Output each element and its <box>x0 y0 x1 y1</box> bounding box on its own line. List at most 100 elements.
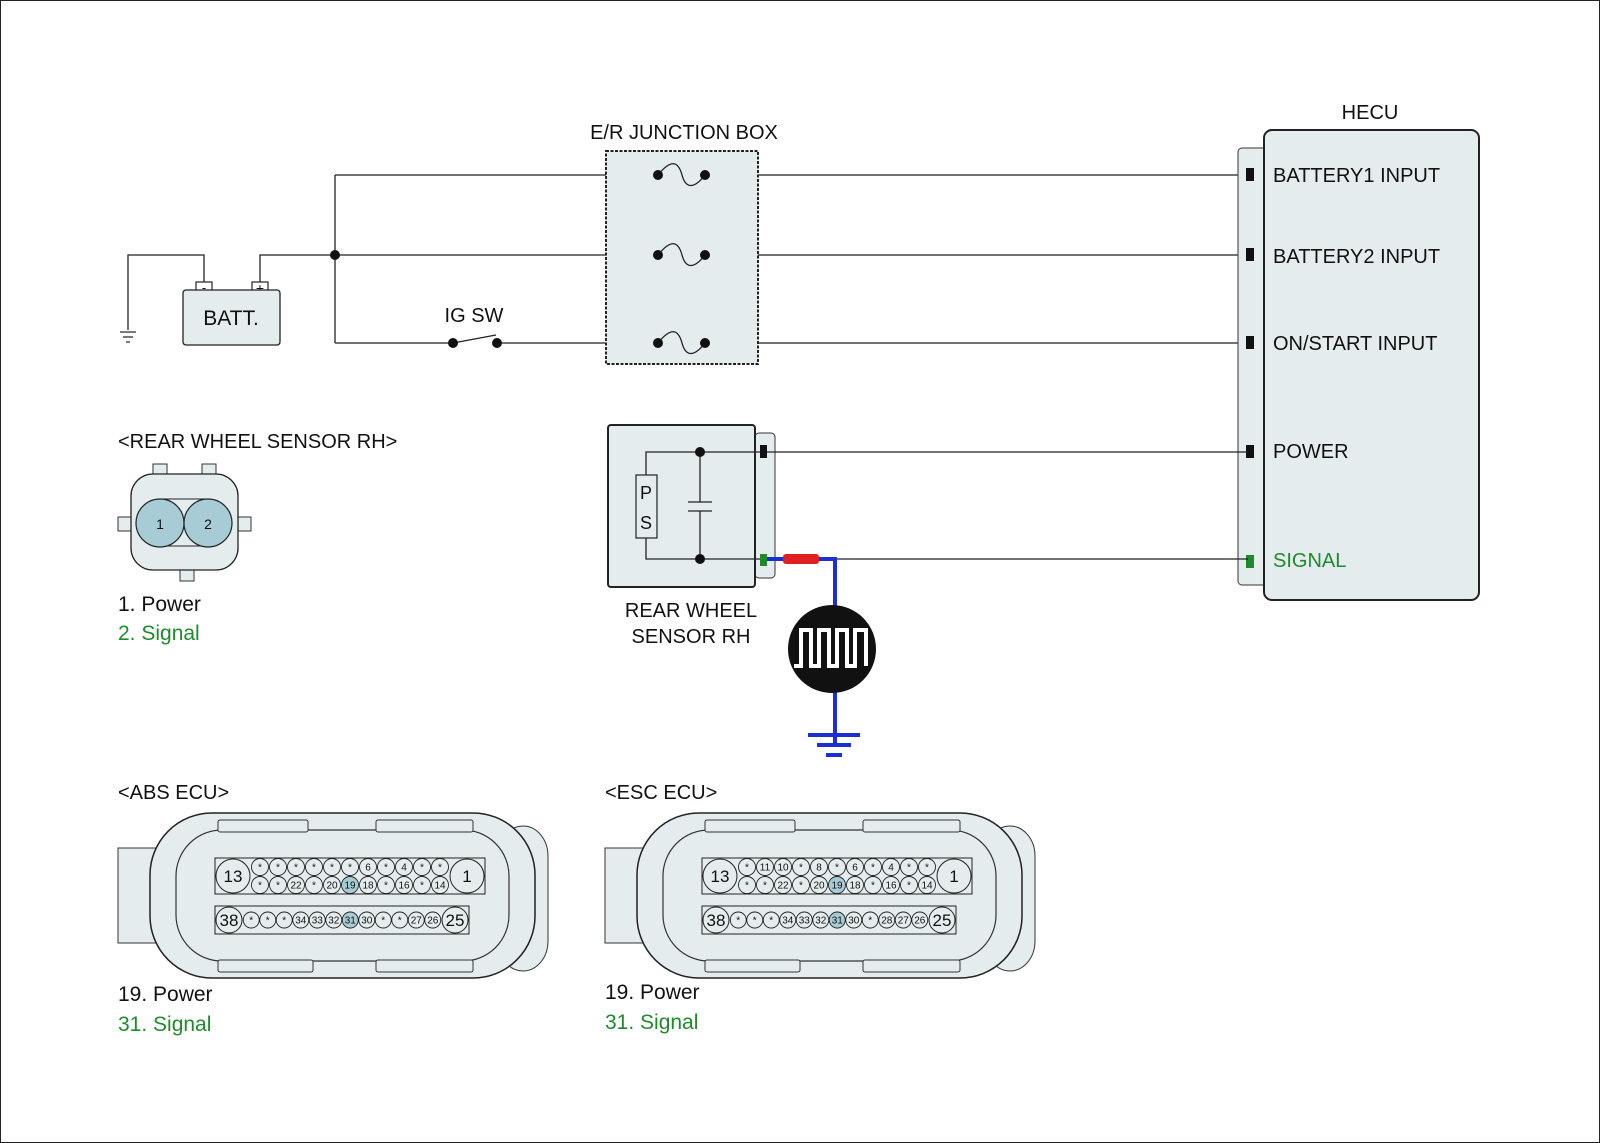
abs-pin-6 <box>359 858 377 876</box>
esc-pin-unused <box>792 858 810 876</box>
abs-pin-1 <box>449 858 485 894</box>
esc-pin-27 <box>894 911 912 929</box>
svg-text:25: 25 <box>933 911 952 930</box>
abs-pin-unused <box>377 858 395 876</box>
esc-pin-16 <box>882 876 900 894</box>
esc-pin-unused <box>900 858 918 876</box>
svg-text:20: 20 <box>326 881 338 892</box>
sensor-connector-pin-2 <box>183 498 233 548</box>
svg-text:*: * <box>799 881 803 892</box>
hecu-label-power: POWER <box>1273 441 1349 463</box>
svg-text:28: 28 <box>881 916 893 927</box>
svg-text:*: * <box>871 863 875 874</box>
svg-text:11: 11 <box>760 863 771 874</box>
abs-connector-body <box>117 812 549 979</box>
esc-pin-unused <box>729 911 747 929</box>
esc-pin-32 <box>812 911 830 929</box>
sensor-connector-title: <REAR WHEEL SENSOR RH> <box>118 431 397 453</box>
svg-text:*: * <box>438 863 442 874</box>
svg-text:13: 13 <box>224 867 243 886</box>
abs-pin-16 <box>395 876 413 894</box>
svg-text:34: 34 <box>295 916 307 927</box>
hecu-label-onstart: ON/START INPUT <box>1273 333 1437 355</box>
fuse-1-icon <box>657 163 706 187</box>
abs-pin-unused <box>413 876 431 894</box>
svg-text:13: 13 <box>711 867 730 886</box>
rear-wheel-sensor: P S REAR WHEEL SENSOR RH <box>607 424 776 648</box>
svg-text:*: * <box>769 916 773 927</box>
svg-text:*: * <box>276 863 280 874</box>
esc-pin-unused <box>792 876 810 894</box>
svg-text:*: * <box>736 916 740 927</box>
esc-pin-unused <box>900 876 918 894</box>
svg-text:32: 32 <box>815 916 827 927</box>
svg-text:33: 33 <box>312 916 324 927</box>
abs-pin-31 <box>341 911 359 929</box>
esc-pin-18 <box>846 876 864 894</box>
esc-pin-20 <box>810 876 828 894</box>
svg-text:14: 14 <box>434 881 446 892</box>
esc-pin-unused <box>861 911 879 929</box>
svg-text:*: * <box>420 881 424 892</box>
abs-pin-20 <box>323 876 341 894</box>
svg-text:27: 27 <box>898 916 910 927</box>
abs-pin-30 <box>358 911 376 929</box>
battery-label: BATT. <box>203 307 259 330</box>
waveform-icon <box>788 605 876 693</box>
abs-pin-4 <box>395 858 413 876</box>
svg-text:38: 38 <box>707 911 726 930</box>
abs-pin-unused <box>259 911 277 929</box>
svg-text:*: * <box>276 881 280 892</box>
abs-pin-34 <box>292 911 310 929</box>
hecu-label-signal: SIGNAL <box>1273 550 1346 572</box>
sensor-pin-signal <box>760 554 767 566</box>
abs-pin-13 <box>215 858 251 894</box>
svg-text:8: 8 <box>816 863 822 874</box>
esc-pin-22 <box>774 876 792 894</box>
esc-pin-1 <box>936 858 972 894</box>
ground-icon <box>120 331 136 343</box>
svg-text:19: 19 <box>344 881 356 892</box>
hecu-pin-power <box>1246 445 1254 458</box>
ig-switch-contact-right <box>492 338 502 348</box>
ig-switch-label: IG SW <box>445 305 504 327</box>
svg-text:19: 19 <box>831 881 843 892</box>
svg-text:4: 4 <box>401 863 407 874</box>
esc-pin-unused <box>762 911 780 929</box>
ig-switch-contact-left <box>448 338 458 348</box>
hecu-pin-onstart <box>1246 336 1254 349</box>
junction-box-body <box>605 150 759 365</box>
abs-pin-unused <box>391 911 409 929</box>
hecu: HECU BATTERY1 INPUT BATTERY2 INPUT ON/ST… <box>1237 102 1480 601</box>
svg-text:*: * <box>799 863 803 874</box>
svg-text:*: * <box>384 881 388 892</box>
abs-pin-unused <box>251 876 269 894</box>
esc-pin-28 <box>878 911 896 929</box>
svg-text:22: 22 <box>777 881 789 892</box>
esc-pin-26 <box>911 911 929 929</box>
abs-pin-18 <box>359 876 377 894</box>
svg-text:*: * <box>907 881 911 892</box>
battery-pos-sign: + <box>256 280 264 296</box>
abs-pin-unused <box>374 911 392 929</box>
ps-element-p: P <box>640 483 652 503</box>
svg-text:*: * <box>266 916 270 927</box>
esc-pin-25 <box>928 906 956 934</box>
svg-text:*: * <box>763 881 767 892</box>
svg-text:31: 31 <box>832 916 844 927</box>
svg-text:33: 33 <box>799 916 811 927</box>
hecu-body <box>1263 129 1480 601</box>
ps-element <box>635 474 658 539</box>
abs-pin-25 <box>441 906 469 934</box>
svg-text:*: * <box>835 863 839 874</box>
sensor-connector-view: <REAR WHEEL SENSOR RH> 1 2 1. Power 2. S… <box>117 431 397 645</box>
esc-pin-unused <box>756 876 774 894</box>
svg-text:*: * <box>258 881 262 892</box>
esc-pin-33 <box>795 911 813 929</box>
esc-pin-14 <box>918 876 936 894</box>
abs-pin-14 <box>431 876 449 894</box>
svg-text:26: 26 <box>427 916 439 927</box>
svg-text:22: 22 <box>290 881 302 892</box>
abs-pin-unused <box>251 858 269 876</box>
